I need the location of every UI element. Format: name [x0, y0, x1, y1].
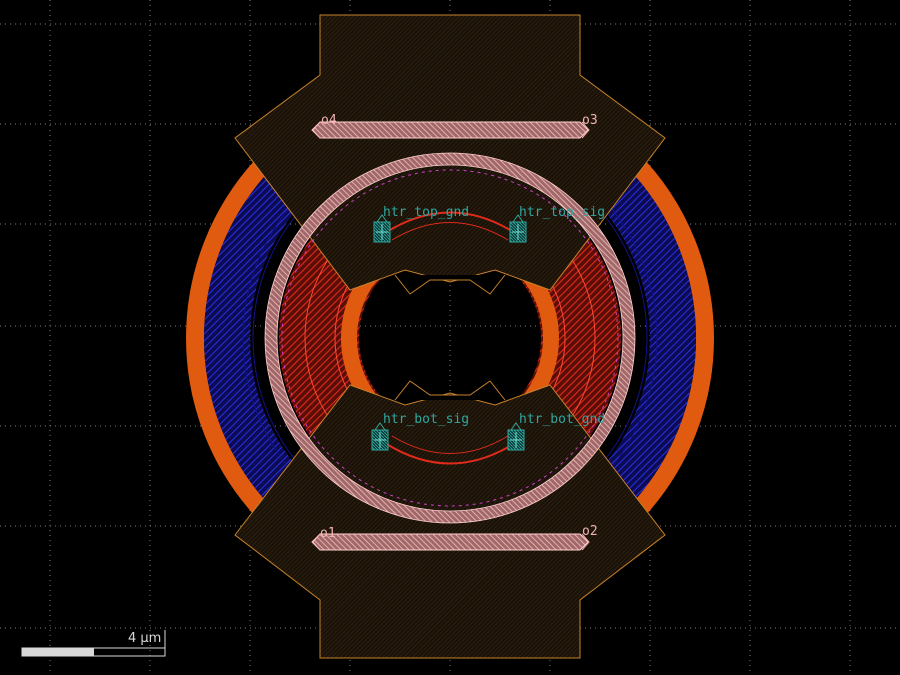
- inner-orange-arc-left: [341, 229, 450, 447]
- right-layer-stack: [450, 74, 714, 602]
- blue-arc-left: [204, 92, 450, 584]
- scale-bar: 4 μm: [21, 630, 166, 657]
- port-arrow-o3: [581, 121, 590, 139]
- port-arrow-o2: [581, 533, 590, 551]
- blue-arc-right: [450, 92, 696, 584]
- pin-label-htr-top-sig: htr_top_sig: [519, 205, 605, 220]
- top-bus-waveguide[interactable]: [311, 121, 589, 139]
- heater-arc-left: [279, 167, 450, 509]
- left-layer-stack: [186, 74, 450, 602]
- heater-arc-right: [450, 167, 621, 509]
- top-notch: [394, 274, 506, 295]
- port-label-o3: o3: [582, 113, 598, 128]
- pin-htr-top-gnd[interactable]: [373, 214, 391, 243]
- bottom-bus-waveguide[interactable]: [311, 533, 589, 551]
- port-label-o1: o1: [320, 526, 336, 541]
- inner-orange-arc-right: [450, 229, 559, 447]
- pin-htr-bot-gnd[interactable]: [507, 422, 525, 451]
- pin-htr-top-sig[interactable]: [509, 214, 527, 243]
- heater-bottom-trace: [384, 442, 516, 465]
- pin-label-htr-bot-sig: htr_bot_sig: [383, 412, 469, 427]
- port-label-o4: o4: [321, 113, 337, 128]
- outer-orange-arc-right: [450, 74, 714, 602]
- scale-bar-label: 4 μm: [128, 631, 161, 646]
- pin-label-htr-top-gnd: htr_top_gnd: [383, 205, 469, 220]
- pin-htr-bot-sig[interactable]: [371, 422, 389, 451]
- ring-magenta-edge: [281, 169, 619, 507]
- heater-top-trace: [384, 211, 516, 234]
- pin-label-htr-bot-gnd: htr_bot_gnd: [519, 412, 605, 427]
- outer-orange-arc-left: [186, 74, 450, 602]
- port-arrow-o4: [312, 121, 321, 139]
- bottom-notch: [394, 380, 506, 401]
- ring-waveguide[interactable]: [265, 153, 635, 523]
- port-label-o2: o2: [582, 524, 598, 539]
- port-arrow-o1: [312, 533, 321, 551]
